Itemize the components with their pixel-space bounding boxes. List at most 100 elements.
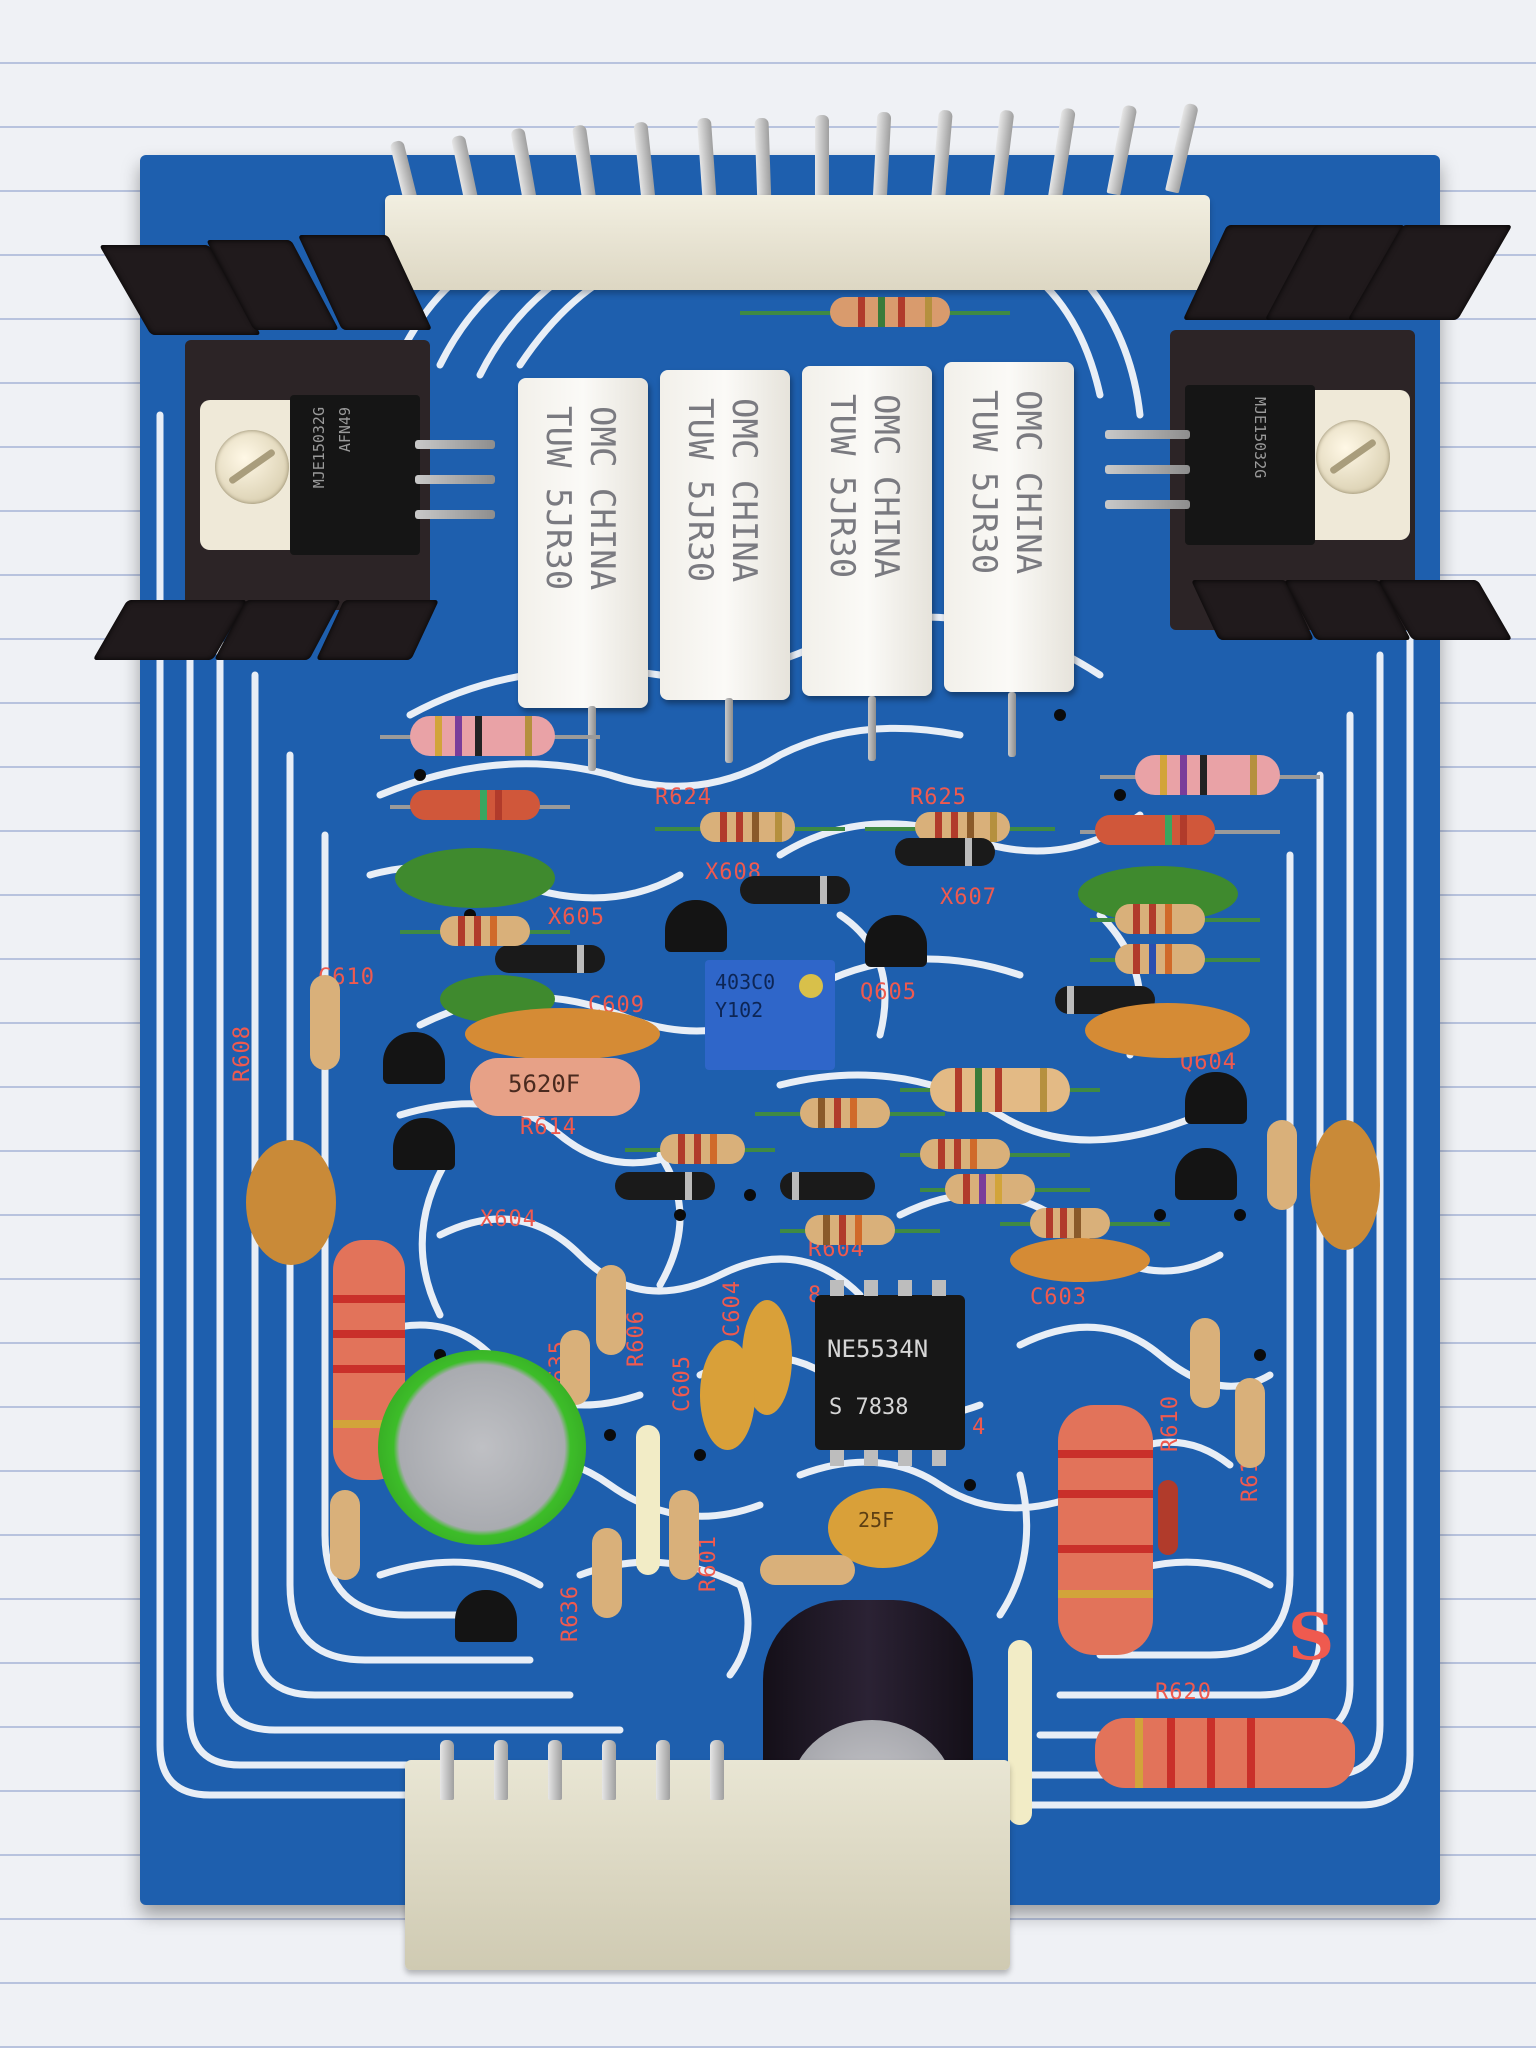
resistor-r625 [915,812,1010,842]
label-r614: R614 [520,1115,577,1140]
resistor-r606 [596,1265,626,1355]
bottom-header-pin [548,1740,562,1800]
label-q605: Q605 [860,980,917,1005]
resistor-mid-1 [800,1098,890,1128]
right-transistor-marking: MJE15032G [1251,397,1269,479]
tantalum-cap-c603 [1010,1238,1150,1282]
resistor-r620 [1095,1718,1355,1788]
resistor-red-right [1095,815,1215,845]
power-resistor-1: OMC CHINA TUW 5JR30 [518,378,648,708]
resistor-bottom-left [330,1490,360,1580]
resistor-r636 [592,1528,622,1618]
left-transistor-marking: MJE15032G [310,407,328,489]
tantalum-cap-left-1 [395,848,555,908]
ceramic-cap-c605 [700,1340,755,1450]
resistor-mid-2 [920,1139,1010,1169]
resistor-r604 [805,1215,895,1245]
left-screw [215,430,289,504]
left-power-transistor: MJE15032G AFN49 [290,395,420,555]
power-resistor-2: OMC CHINA TUW 5JR30 [660,370,790,700]
resistor-pink-left [410,716,555,756]
right-transistor-lead [1105,500,1190,509]
resistor-mid-3 [945,1174,1035,1204]
header-pin [815,115,829,205]
top-connector-header [385,195,1210,290]
resistor-pink-right [1135,755,1280,795]
transistor-q605-b [393,1118,455,1170]
transistor-x607 [865,915,927,967]
film-cap-5620f: 5620F [470,1058,640,1116]
resistor-white-2 [1008,1640,1032,1825]
diode-small-red [1158,1480,1178,1555]
transistor-q605-a [383,1032,445,1084]
label-r620: R620 [1155,1680,1212,1705]
tantalum-cap-right-2 [1085,1003,1250,1058]
electrolytic-cap-green [378,1350,586,1545]
diode-left [495,945,605,973]
resistor-white-1 [636,1425,660,1575]
resistor-red-left [410,790,540,820]
label-r610: R610 [1158,1395,1183,1452]
left-transistor-code: AFN49 [336,407,354,453]
right-screw [1316,420,1390,494]
power-resistor-4: OMC CHINA TUW 5JR30 [944,362,1074,692]
trimmer-potentiometer[interactable]: 403C0 Y102 [705,960,835,1070]
ceramic-cap-marking: 25F [858,1508,895,1532]
ic-part-number: NE5534N [827,1335,929,1363]
left-transistor-lead [415,440,495,449]
diode-x607 [895,838,995,866]
right-transistor-lead [1105,465,1190,474]
label-c605: C605 [670,1355,695,1412]
manufacturer-logo: S [1288,1600,1336,1675]
label-r608: R608 [230,1025,255,1082]
trimmer-screw-icon [799,974,823,998]
resistor-mid-4 [1030,1208,1110,1238]
ceramic-cap-right [1310,1120,1380,1250]
bottom-header-pin [710,1740,724,1800]
label-x604: X604 [480,1207,537,1232]
ceramic-cap-25f: 25F [828,1488,938,1568]
right-transistor-lead [1105,430,1190,439]
left-transistor-lead [415,475,495,484]
label-r624: R624 [655,785,712,810]
resistor-r611 [1235,1378,1265,1468]
power-resistor-3: OMC CHINA TUW 5JR30 [802,366,932,696]
film-cap-marking: 5620F [508,1070,581,1098]
ceramic-cap-left [246,1140,336,1265]
trimmer-marking-1: 403C0 [715,970,776,994]
resistor-bottom-mid [760,1555,855,1585]
resistor-right-r2 [1115,944,1205,974]
resistor-r610 [1190,1318,1220,1408]
resistor-r614 [660,1134,745,1164]
label-r606: R606 [624,1310,649,1367]
tantalum-cap-left-3 [465,1008,660,1060]
resistor-large-right [1058,1405,1153,1655]
bottom-header-pin [494,1740,508,1800]
label-r625: R625 [910,785,967,810]
bottom-header-pin [602,1740,616,1800]
resistor-mid-large [930,1068,1070,1112]
ic-date-code: S 7838 [829,1395,909,1420]
resistor-right-r1 [1115,904,1205,934]
transistor-q604-a [1185,1072,1247,1124]
label-x607: X607 [940,885,997,910]
ic-pin-label-4: 4 [972,1415,987,1440]
resistor-r624 [700,812,795,842]
label-c603: C603 [1030,1285,1087,1310]
trimmer-marking-2: Y102 [715,998,764,1022]
bottom-header-pin [656,1740,670,1800]
label-c604: C604 [720,1280,745,1337]
diode-x608 [740,876,850,904]
transistor-q604-b [1175,1148,1237,1200]
label-r636: R636 [558,1585,583,1642]
label-r601: R601 [696,1535,721,1592]
bottom-header-pin [440,1740,454,1800]
resistor-r601 [669,1490,699,1580]
left-transistor-lead [415,510,495,519]
power-resistor-lead [725,698,733,763]
resistor-left-r6 [440,916,530,946]
power-resistor-lead [868,696,876,761]
diode-x604-a [615,1172,715,1200]
label-x605: X605 [548,905,605,930]
resistor-right-vert [1267,1120,1297,1210]
